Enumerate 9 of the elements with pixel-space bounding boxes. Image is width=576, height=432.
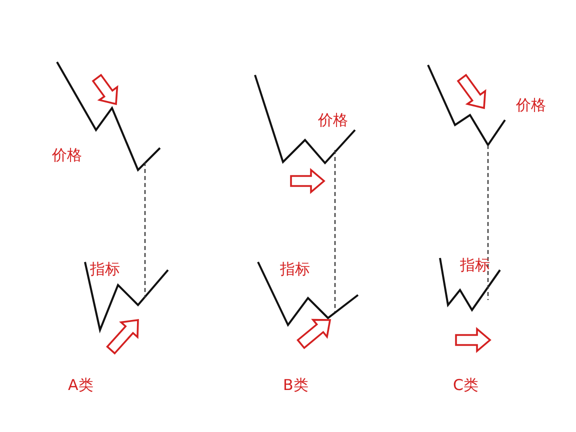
indicator-label: 指标 bbox=[280, 262, 310, 277]
panel-label: A类 bbox=[68, 378, 94, 393]
panel-label: B类 bbox=[283, 378, 308, 393]
price-label: 价格 bbox=[516, 98, 546, 113]
panel-label: C类 bbox=[453, 378, 478, 393]
indicator-label: 指标 bbox=[90, 262, 120, 277]
price-label: 价格 bbox=[318, 113, 348, 128]
indicator-label: 指标 bbox=[460, 258, 490, 273]
price-label: 价格 bbox=[52, 148, 82, 163]
